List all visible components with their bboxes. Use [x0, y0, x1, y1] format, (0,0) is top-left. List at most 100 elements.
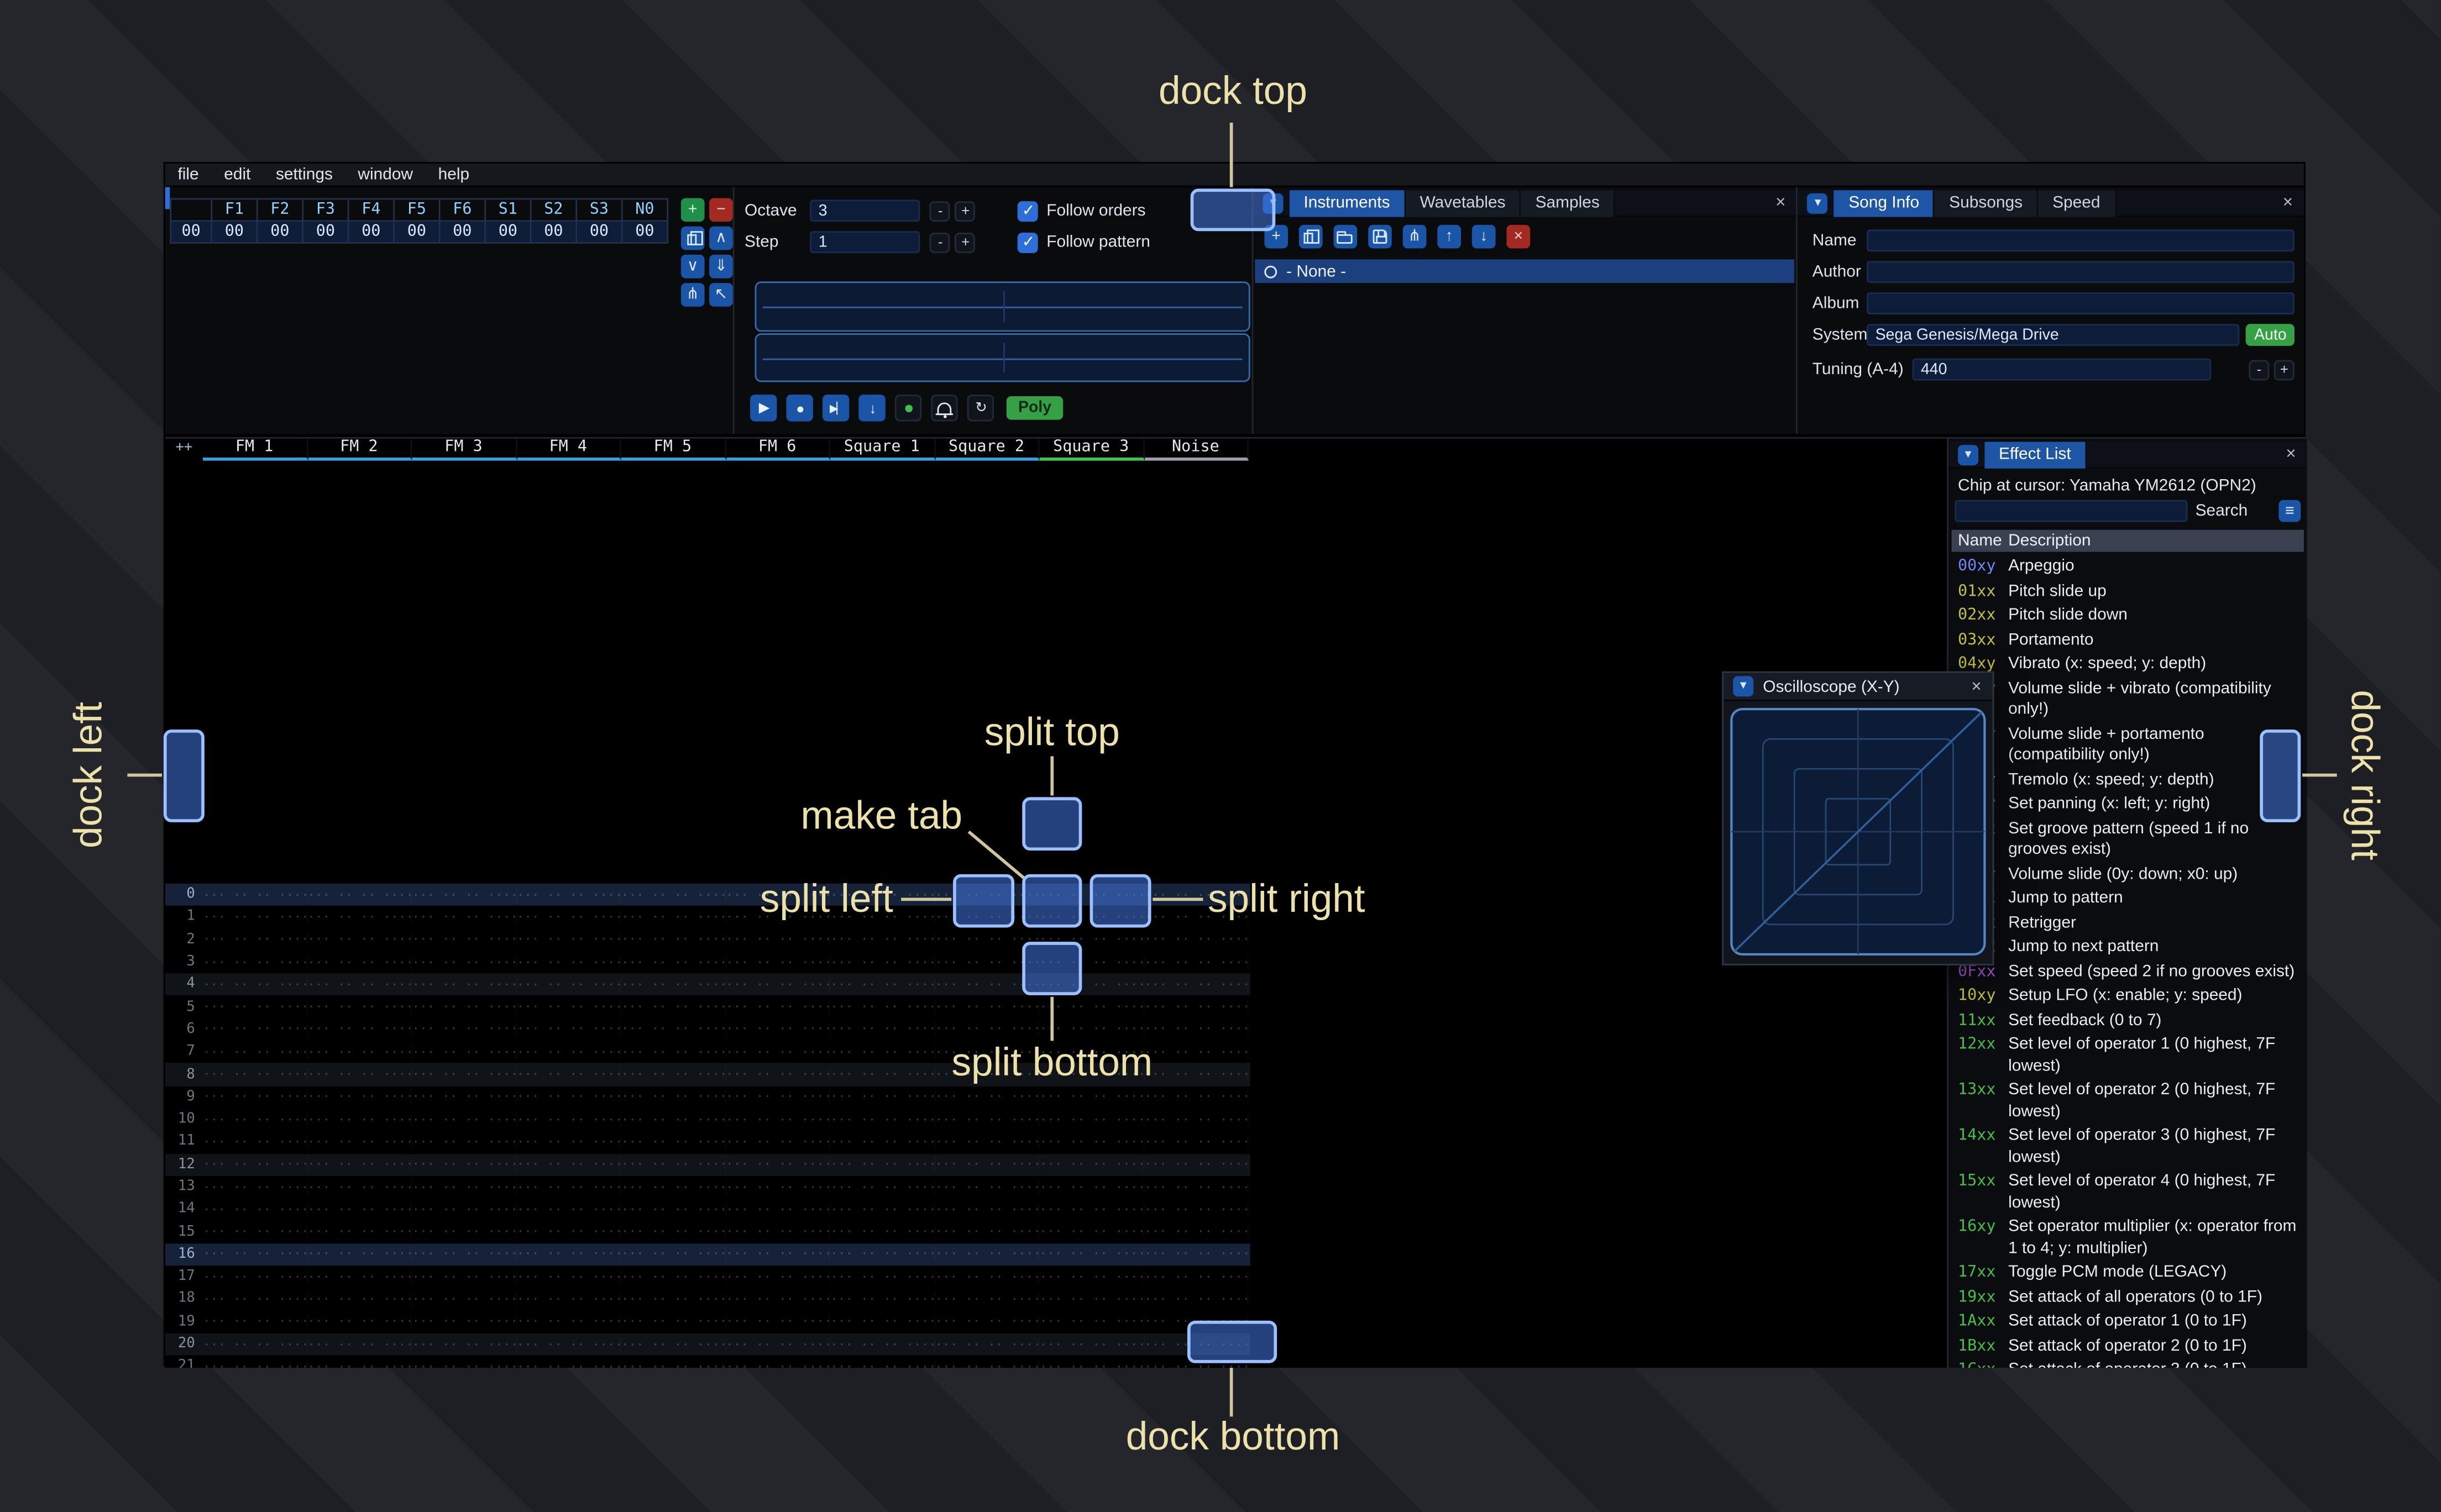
tuning-plus-button[interactable]: +	[2274, 359, 2295, 380]
pattern-cell[interactable]: ··· ·· ·· ····	[516, 955, 621, 970]
dock-bottom-target[interactable]	[1187, 1320, 1277, 1363]
channel-header-fm-3[interactable]: FM 3	[412, 438, 517, 461]
pattern-cell[interactable]: ··· ·· ·· ····	[1039, 1315, 1144, 1329]
pattern-cell[interactable]: ··· ·· ·· ····	[830, 932, 935, 947]
pattern-cell[interactable]: ··· ·· ·· ····	[830, 1000, 935, 1015]
organize-instruments-button[interactable]: ⋔	[1402, 224, 1427, 249]
pattern-cell[interactable]: ··· ·· ·· ····	[1039, 1090, 1144, 1105]
move-instrument-up-button[interactable]: ↑	[1437, 224, 1461, 249]
order-cell[interactable]: 00	[622, 222, 669, 244]
pattern-cell[interactable]: ··· ·· ·· ····	[621, 932, 726, 947]
pattern-cell[interactable]: ··· ·· ·· ····	[725, 1247, 831, 1262]
pattern-cell[interactable]: ··· ·· ·· ····	[203, 888, 308, 902]
pattern-cell[interactable]: ··· ·· ·· ····	[621, 1247, 726, 1262]
pattern-cell[interactable]: ··· ·· ·· ····	[935, 1225, 1040, 1240]
pattern-cell[interactable]: ··· ·· ·· ····	[203, 1315, 308, 1329]
pattern-cell[interactable]: ··· ·· ·· ····	[726, 1360, 830, 1368]
play-from-start-button[interactable]: ▶▏	[823, 395, 850, 422]
pattern-cell[interactable]: ··· ·· ·· ····	[621, 955, 726, 970]
order-cell[interactable]: 00	[349, 222, 395, 244]
pattern-cell[interactable]: ··· ·· ·· ····	[935, 1292, 1040, 1307]
pattern-cell[interactable]: ··· ·· ·· ····	[1039, 1022, 1144, 1037]
pattern-cell[interactable]: ··· ·· ·· ····	[725, 1269, 831, 1284]
close-icon[interactable]: ×	[2286, 445, 2296, 464]
pattern-cell[interactable]: ··· ·· ·· ····	[621, 1225, 726, 1240]
play-button[interactable]: ▶	[751, 395, 778, 422]
pattern-cell[interactable]: ··· ·· ·· ····	[830, 1202, 935, 1217]
pattern-cell[interactable]: ··· ·· ·· ····	[307, 1315, 412, 1329]
close-icon[interactable]: ×	[2282, 193, 2293, 213]
pattern-cell[interactable]: ··· ·· ·· ····	[935, 955, 1040, 970]
pattern-cell[interactable]: ··· ·· ·· ····	[412, 1067, 517, 1082]
pattern-cell[interactable]: ··· ·· ·· ····	[830, 1045, 935, 1059]
dock-left-target[interactable]	[163, 729, 205, 822]
pattern-cell[interactable]: ··· ·· ·· ····	[935, 1360, 1039, 1368]
pattern-cell[interactable]: ··· ·· ·· ····	[516, 1337, 621, 1352]
pattern-cell[interactable]: ··· ·· ·· ····	[517, 1360, 621, 1368]
move-instrument-down-button[interactable]: ↓	[1471, 224, 1496, 249]
pattern-cell[interactable]: ··· ·· ·· ····	[1144, 1180, 1249, 1194]
name-field[interactable]	[1867, 229, 2295, 252]
pattern-cell[interactable]: ··· ·· ·· ····	[830, 1360, 935, 1368]
octave-input[interactable]	[810, 200, 921, 222]
duplicate-instrument-button[interactable]	[1298, 224, 1323, 249]
pattern-cell[interactable]: ··· ·· ·· ····	[203, 955, 308, 970]
pattern-cell[interactable]: ··· ·· ·· ····	[307, 1000, 412, 1015]
pattern-cell[interactable]: ··· ·· ·· ····	[412, 910, 517, 925]
pattern-cell[interactable]: ··· ·· ·· ····	[830, 1315, 935, 1329]
author-field[interactable]	[1867, 261, 2295, 284]
pattern-cell[interactable]: ··· ·· ·· ····	[725, 1157, 831, 1172]
pattern-cell[interactable]: ··· ·· ·· ····	[307, 955, 412, 970]
pattern-cell[interactable]: ··· ·· ·· ····	[1039, 1135, 1144, 1149]
pattern-cell[interactable]: ··· ·· ·· ····	[621, 1269, 726, 1284]
pattern-cell[interactable]: ··· ·· ·· ····	[412, 1360, 516, 1368]
pattern-cell[interactable]: ··· ·· ·· ····	[1144, 1202, 1249, 1217]
order-cell[interactable]: 00	[531, 222, 578, 244]
pattern-cell[interactable]: ··· ·· ·· ····	[516, 1112, 621, 1127]
pattern-cell[interactable]: ··· ·· ·· ····	[307, 1225, 412, 1240]
metronome-button[interactable]	[931, 395, 958, 422]
pattern-cell[interactable]: ··· ·· ·· ····	[1144, 1022, 1249, 1037]
pattern-cell[interactable]: ··· ·· ·· ····	[516, 932, 621, 947]
pattern-cell[interactable]: ··· ·· ·· ····	[725, 1337, 831, 1352]
pattern-cell[interactable]: ··· ·· ·· ····	[830, 1022, 935, 1037]
auto-system-button[interactable]: Auto	[2246, 324, 2295, 346]
pattern-cell[interactable]: ··· ·· ·· ····	[412, 1225, 517, 1240]
pattern-cell[interactable]: ··· ·· ·· ····	[830, 1135, 935, 1149]
pattern-cell[interactable]: ··· ·· ·· ····	[412, 1180, 517, 1194]
pattern-cell[interactable]: ··· ·· ·· ····	[1039, 1225, 1144, 1240]
pattern-cell[interactable]: ··· ·· ·· ····	[412, 1269, 517, 1284]
pattern-cell[interactable]: ··· ·· ·· ····	[307, 888, 412, 902]
pattern-cell[interactable]: ··· ·· ·· ····	[516, 1315, 621, 1329]
pattern-cell[interactable]: ··· ·· ·· ····	[621, 1000, 726, 1015]
order-up-button[interactable]: ∧	[709, 226, 733, 250]
pattern-cell[interactable]: ··· ·· ·· ····	[621, 1067, 726, 1082]
pattern-corner-button[interactable]: ++	[175, 440, 193, 456]
pattern-cell[interactable]: ··· ·· ·· ····	[725, 1090, 831, 1105]
pattern-cell[interactable]: ··· ·· ·· ····	[1039, 1112, 1144, 1127]
order-deep-clone-button[interactable]: ⇓	[709, 254, 733, 279]
pattern-cell[interactable]: ··· ·· ·· ····	[725, 1067, 831, 1082]
tuning-minus-button[interactable]: -	[2249, 359, 2270, 380]
pattern-cell[interactable]: ··· ·· ·· ····	[307, 1112, 412, 1127]
pattern-cell[interactable]: ··· ·· ·· ····	[621, 1090, 726, 1105]
follow-orders-checkbox[interactable]: ✓	[1018, 200, 1039, 221]
pattern-cell[interactable]: ··· ·· ·· ····	[1144, 1225, 1249, 1240]
pattern-cell[interactable]: ··· ·· ·· ····	[412, 1022, 517, 1037]
pattern-cell[interactable]: ··· ·· ·· ····	[203, 1225, 308, 1240]
make-tab-target[interactable]	[1022, 874, 1082, 928]
close-icon[interactable]: ×	[1775, 193, 1786, 213]
pattern-cell[interactable]: ··· ·· ·· ····	[203, 1067, 308, 1082]
pattern-cell[interactable]: ··· ·· ·· ····	[935, 932, 1040, 947]
order-cell[interactable]: 00	[440, 222, 486, 244]
pattern-cell[interactable]: ··· ·· ·· ····	[935, 1157, 1040, 1172]
pattern-cell[interactable]: ··· ·· ·· ····	[1039, 1337, 1144, 1352]
pattern-cell[interactable]: ··· ·· ·· ····	[307, 1135, 412, 1149]
pattern-cell[interactable]: ··· ·· ·· ····	[412, 1247, 517, 1262]
menu-item-window[interactable]: window	[358, 165, 413, 184]
pattern-cell[interactable]: ··· ·· ·· ····	[307, 1157, 412, 1172]
song-tab-speed[interactable]: Speed	[2038, 189, 2116, 217]
pattern-cell[interactable]: ··· ·· ·· ····	[203, 1360, 307, 1368]
pattern-cell[interactable]: ··· ·· ·· ····	[1144, 955, 1249, 970]
